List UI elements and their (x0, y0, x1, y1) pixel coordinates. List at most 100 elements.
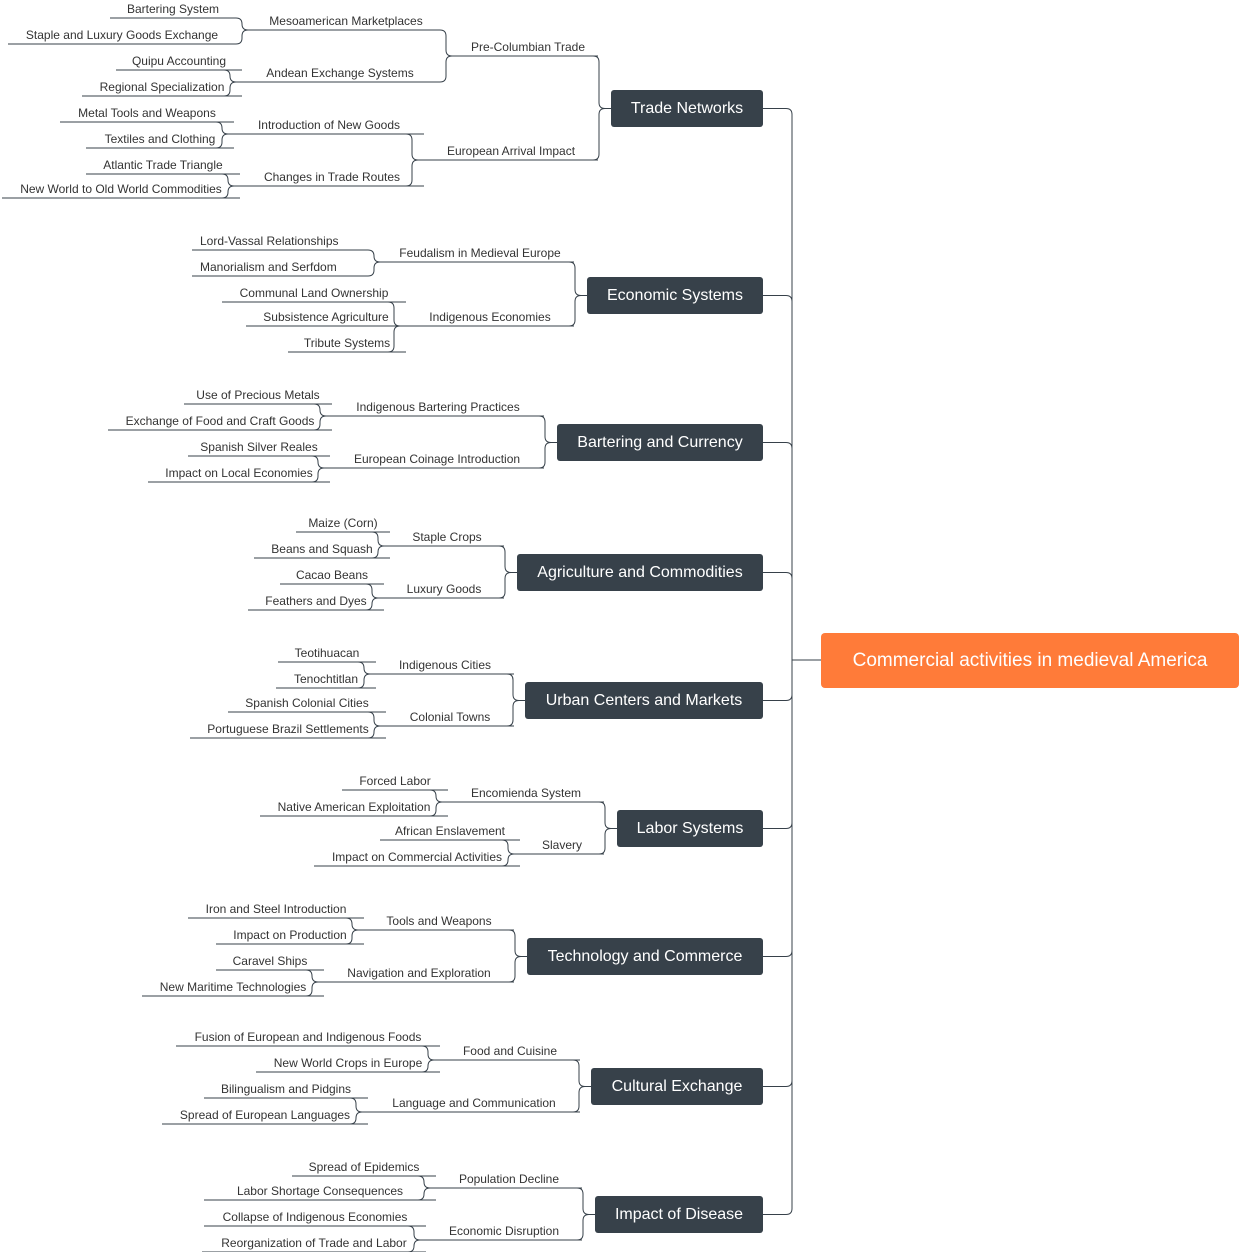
subtopic-label[interactable]: Pre-Columbian Trade (470, 40, 586, 54)
leaf-label[interactable]: Teotihuacan (294, 646, 360, 660)
subtopic-label[interactable]: Colonial Towns (409, 710, 491, 724)
leaf-label[interactable]: Maize (Corn) (308, 516, 378, 530)
subtopic-label[interactable]: Encomienda System (470, 786, 582, 800)
connector-line (763, 295, 793, 660)
connector-line (421, 1045, 440, 1061)
connector-line (763, 660, 793, 957)
connector-line (498, 572, 517, 599)
leaf-label[interactable]: Regional Specialization (99, 80, 225, 94)
topic-trade-networks[interactable]: Trade Networks (611, 90, 763, 127)
leaf-label[interactable]: Exchange of Food and Craft Goods (125, 414, 315, 428)
leaf-label[interactable]: Iron and Steel Introduction (205, 902, 347, 916)
leaf-label[interactable]: Collapse of Indigenous Economies (222, 1210, 408, 1224)
leaf-label[interactable]: New World Crops in Europe (273, 1056, 423, 1070)
leaf-label[interactable]: Spanish Colonial Cities (245, 696, 369, 710)
subtopic-label[interactable]: Feudalism in Medieval Europe (399, 246, 561, 260)
topic-bartering-and-currency[interactable]: Bartering and Currency (557, 424, 763, 461)
leaf-label[interactable]: Impact on Commercial Activities (331, 850, 503, 864)
topic-labor-systems[interactable]: Labor Systems (617, 810, 763, 847)
connector-line (501, 839, 520, 855)
topic-agriculture-and-commodities[interactable]: Agriculture and Commodities (517, 554, 763, 591)
leaf-label[interactable]: Feathers and Dyes (265, 594, 367, 608)
topic-economic-systems[interactable]: Economic Systems (587, 277, 763, 314)
connector-line (349, 1097, 368, 1113)
subtopic-label[interactable]: Mesoamerican Marketplaces (269, 14, 423, 28)
connector-line (387, 325, 406, 353)
subtopic-label[interactable]: Introduction of New Goods (257, 118, 401, 132)
leaf-label[interactable]: African Enslavement (394, 824, 506, 838)
connector-line (501, 853, 520, 867)
connector-line (538, 442, 557, 469)
subtopic-label[interactable]: Staple Crops (412, 530, 482, 544)
connector-line (538, 415, 557, 443)
leaf-label[interactable]: Beans and Squash (271, 542, 373, 556)
connector-line (763, 108, 793, 660)
leaf-label[interactable]: Communal Land Ownership (239, 286, 389, 300)
leaf-label[interactable]: Staple and Luxury Goods Exchange (25, 28, 219, 42)
leaf-label[interactable]: New Maritime Technologies (159, 980, 307, 994)
connector-line (508, 956, 527, 983)
connector-line (598, 801, 617, 829)
leaf-label[interactable]: Lord-Vassal Relationships (200, 234, 339, 248)
connector-line (438, 29, 458, 57)
leaf-label[interactable]: Impact on Production (233, 928, 347, 942)
leaf-label[interactable]: Textiles and Clothing (104, 132, 216, 146)
connector-line (508, 929, 527, 957)
connector-line (215, 133, 234, 149)
subtopic-label[interactable]: Changes in Trade Routes (263, 170, 401, 184)
leaf-label[interactable]: Manorialism and Serfdom (200, 260, 337, 274)
leaf-label[interactable]: Caravel Ships (232, 954, 308, 968)
subtopic-label[interactable]: Navigation and Exploration (347, 966, 491, 980)
leaf-label[interactable]: Portuguese Brazil Settlements (207, 722, 369, 736)
leaf-label[interactable]: Cacao Beans (295, 568, 369, 582)
root-topic[interactable]: Commercial activities in medieval Americ… (821, 633, 1239, 688)
subtopic-label[interactable]: Economic Disruption (448, 1224, 560, 1238)
connector-line (417, 1187, 436, 1201)
subtopic-label[interactable]: Language and Communication (392, 1096, 556, 1110)
leaf-label[interactable]: Metal Tools and Weapons (78, 106, 216, 120)
subtopic-label[interactable]: Indigenous Cities (398, 658, 492, 672)
topic-impact-of-disease[interactable]: Impact of Disease (595, 1196, 763, 1233)
leaf-label[interactable]: Bartering System (126, 2, 220, 16)
subtopic-label[interactable]: Indigenous Bartering Practices (356, 400, 520, 414)
leaf-label[interactable]: Quipu Accounting (131, 54, 227, 68)
topic-cultural-exchange[interactable]: Cultural Exchange (591, 1068, 763, 1105)
connector-line (223, 81, 242, 97)
subtopic-label[interactable]: European Coinage Introduction (353, 452, 521, 466)
connector-line (365, 597, 384, 611)
connector-line (576, 1214, 595, 1241)
leaf-label[interactable]: Native American Exploitation (277, 800, 431, 814)
leaf-label[interactable]: Labor Shortage Consequences (236, 1184, 404, 1198)
subtopic-label[interactable]: Slavery (541, 838, 582, 852)
connector-line (763, 660, 793, 1215)
connector-line (365, 583, 384, 599)
connector-line (311, 467, 330, 483)
leaf-label[interactable]: New World to Old World Commodities (20, 182, 222, 196)
subtopic-label[interactable]: Luxury Goods (406, 582, 482, 596)
leaf-label[interactable]: Atlantic Trade Triangle (103, 158, 223, 172)
subtopic-label[interactable]: Tools and Weapons (386, 914, 492, 928)
subtopic-label[interactable]: Food and Cuisine (462, 1044, 558, 1058)
topic-urban-centers-and-markets[interactable]: Urban Centers and Markets (525, 682, 763, 719)
leaf-label[interactable]: Tenochtitlan (293, 672, 359, 686)
leaf-label[interactable]: Spanish Silver Reales (200, 440, 318, 454)
leaf-label[interactable]: Fusion of European and Indigenous Foods (194, 1030, 422, 1044)
connector-line (223, 69, 242, 83)
leaf-label[interactable]: Subsistence Agriculture (263, 310, 389, 324)
leaf-label[interactable]: Impact on Local Economies (165, 466, 313, 480)
leaf-label[interactable]: Spread of Epidemics (308, 1160, 420, 1174)
connector-line (438, 55, 458, 83)
leaf-label[interactable]: Reorganization of Trade and Labor (221, 1236, 407, 1250)
leaf-label[interactable]: Bilingualism and Pidgins (220, 1082, 352, 1096)
subtopic-label[interactable]: Indigenous Economies (429, 310, 551, 324)
topic-technology-and-commerce[interactable]: Technology and Commerce (527, 938, 763, 975)
subtopic-label[interactable]: Andean Exchange Systems (266, 66, 414, 80)
connector-line (367, 725, 386, 739)
leaf-label[interactable]: Forced Labor (359, 774, 431, 788)
leaf-label[interactable]: Use of Precious Metals (196, 388, 320, 402)
subtopic-label[interactable]: Population Decline (458, 1172, 560, 1186)
leaf-label[interactable]: Tribute Systems (303, 336, 391, 350)
connector-line (592, 108, 611, 161)
subtopic-label[interactable]: European Arrival Impact (446, 144, 576, 158)
leaf-label[interactable]: Spread of European Languages (179, 1108, 351, 1122)
